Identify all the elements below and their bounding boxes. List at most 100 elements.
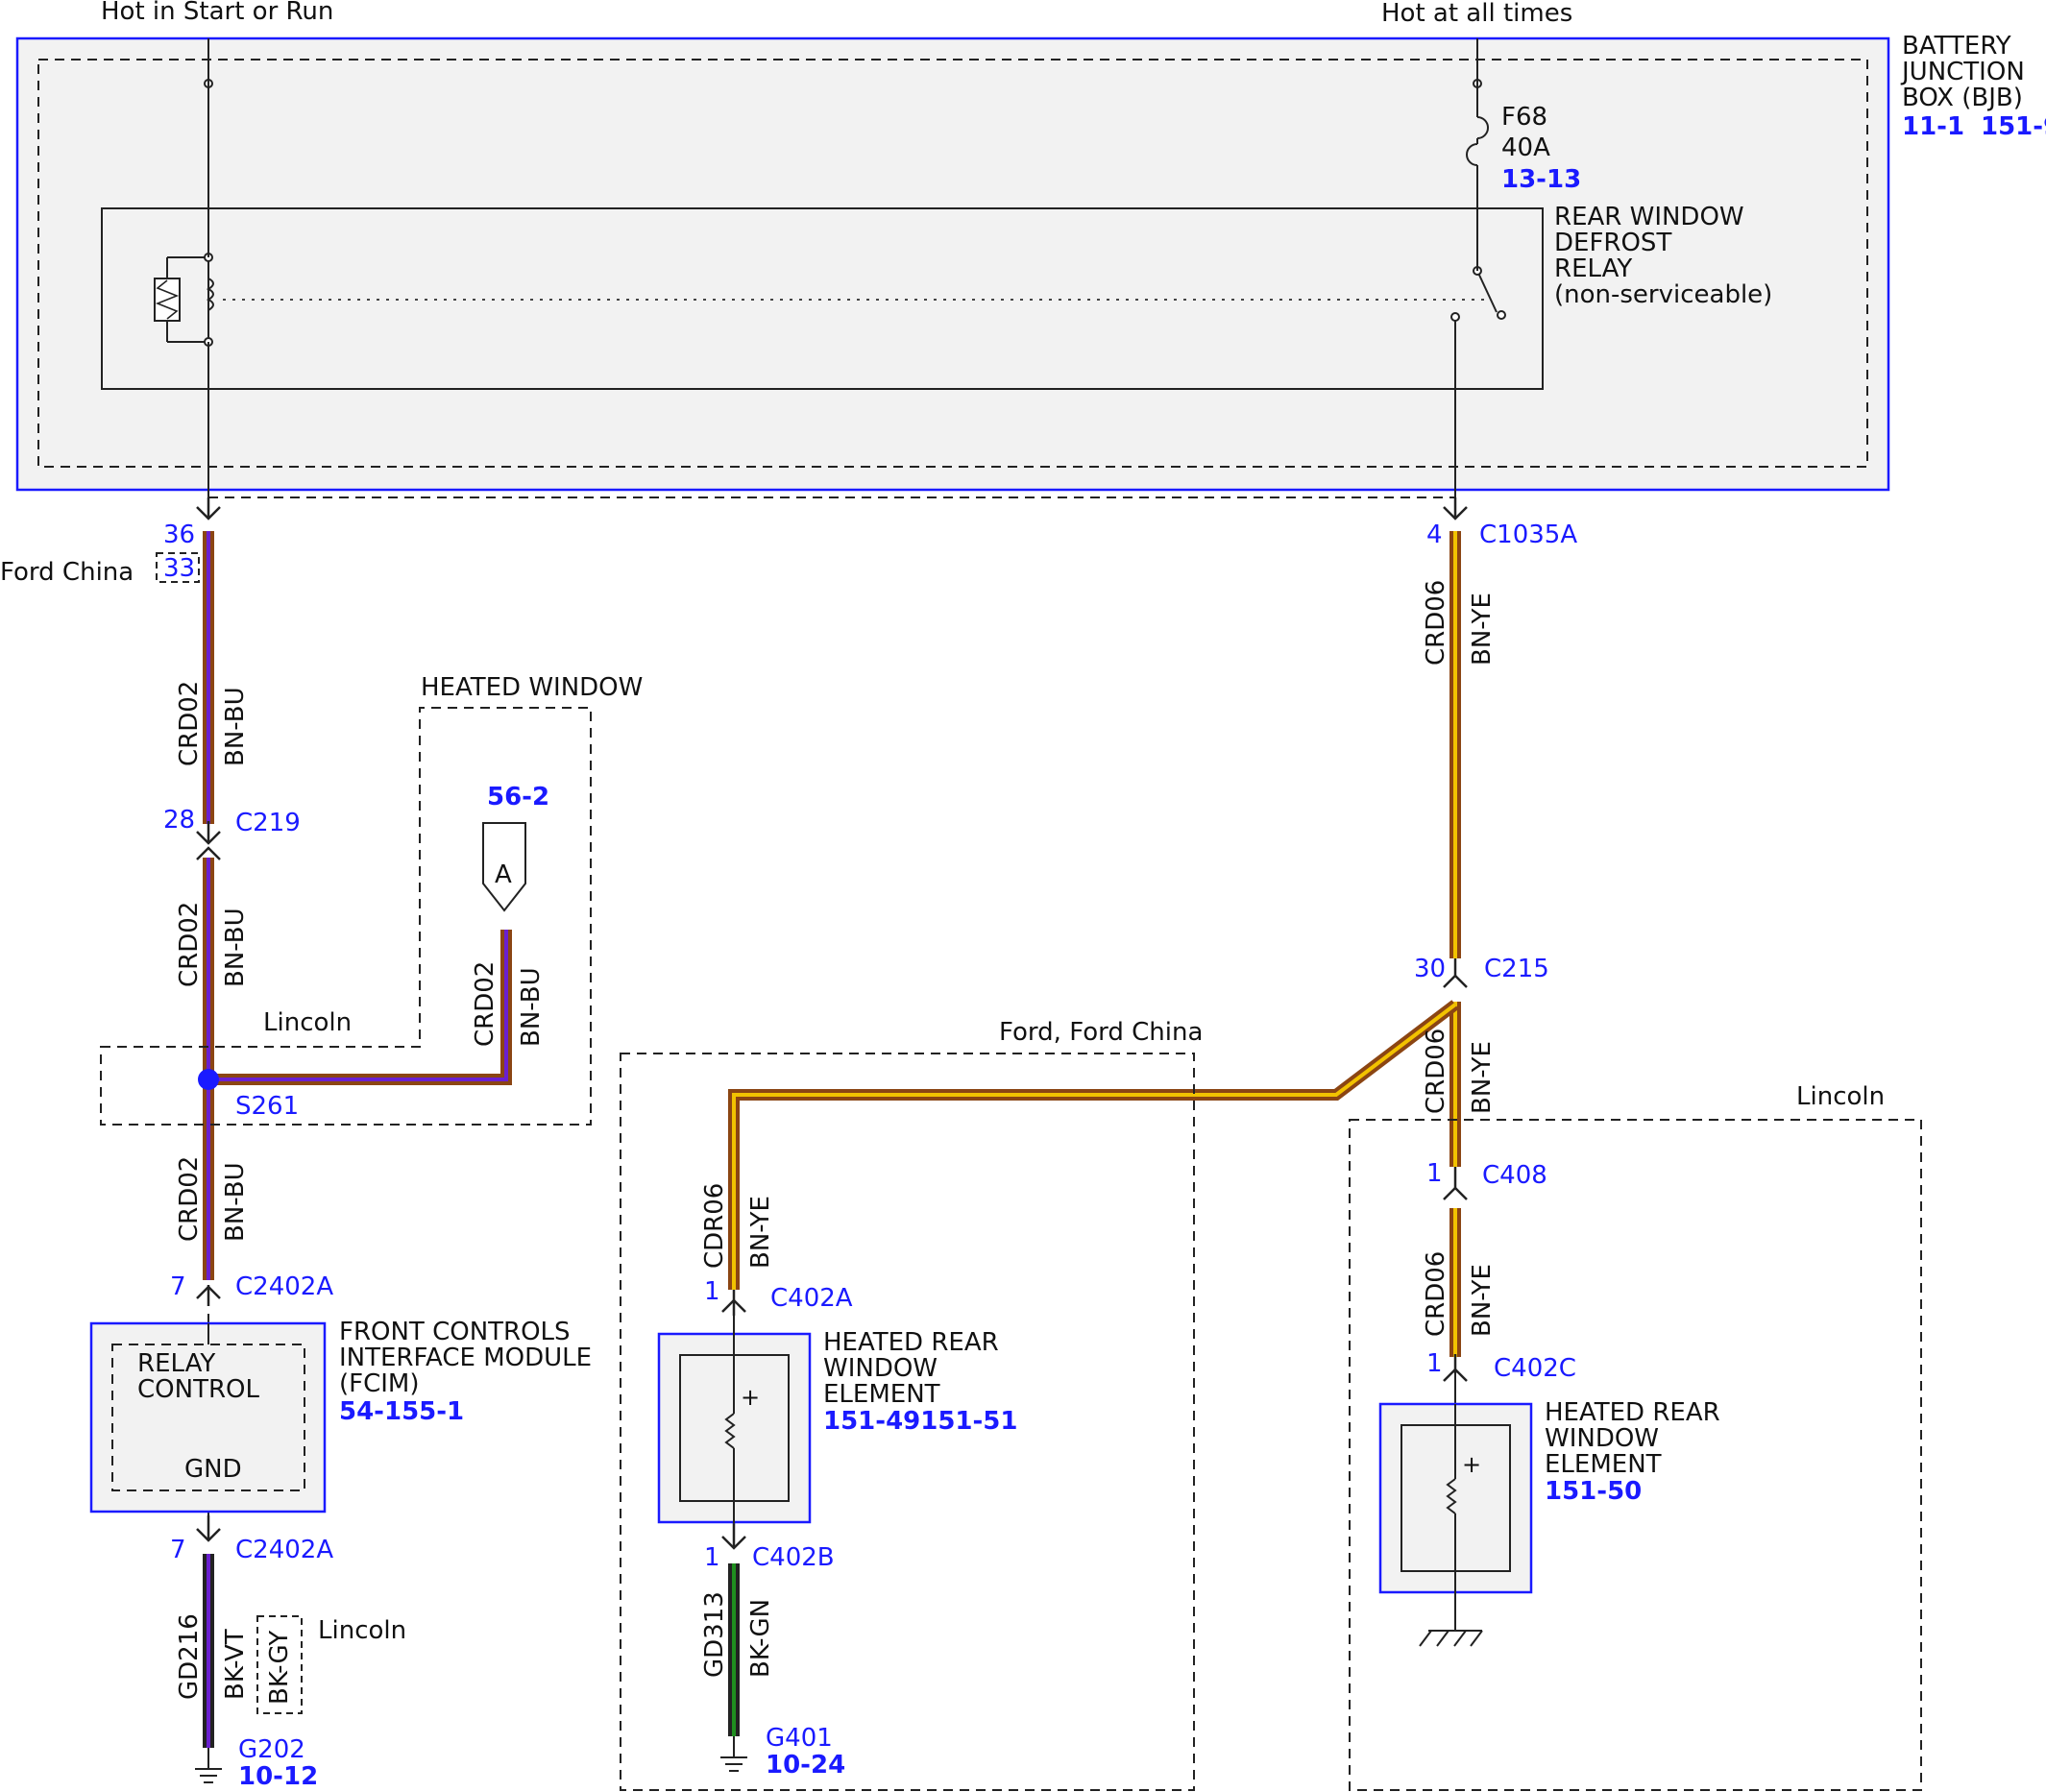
right-element-line2: WINDOW xyxy=(1545,1424,1659,1453)
c402a-label[interactable]: C402A xyxy=(770,1284,853,1313)
gd313-wire xyxy=(728,1563,740,1736)
c408-label[interactable]: C408 xyxy=(1482,1161,1547,1190)
lincoln-variant-label: Lincoln xyxy=(1796,1082,1885,1111)
internal-wiring xyxy=(207,38,1478,504)
c402b-pin: 1 xyxy=(704,1543,720,1572)
left-wire1-color: BN-BU xyxy=(221,687,250,766)
ford-variant-area xyxy=(620,1053,1195,1791)
g401-ref[interactable]: 10-24 xyxy=(766,1751,845,1780)
left-wire1-circuit: CRD02 xyxy=(175,681,204,766)
fcim-label-line1: FRONT CONTROLS xyxy=(339,1318,571,1346)
g202-label[interactable]: G202 xyxy=(238,1735,305,1764)
c219-label[interactable]: C219 xyxy=(235,809,301,837)
left-wire2-color: BN-BU xyxy=(221,908,250,987)
g202-ref[interactable]: 10-12 xyxy=(238,1762,318,1791)
lincoln-splice-area xyxy=(100,707,592,1126)
relay-control-line1: RELAY xyxy=(137,1349,215,1378)
right-wire3-color: BN-YE xyxy=(1468,1264,1497,1337)
bjb-ref-1[interactable]: 11-1 xyxy=(1902,112,1964,141)
right-element-plus: + xyxy=(1462,1451,1481,1478)
fcim-ref[interactable]: 54-155-1 xyxy=(339,1397,464,1426)
ground-g202-icon xyxy=(195,1748,222,1783)
middle-element-ref[interactable]: 151-49151-51 xyxy=(823,1407,1018,1436)
ford-variant-label: Ford, Ford China xyxy=(999,1018,1203,1047)
heated-window-wire-circuit: CRD02 xyxy=(471,961,499,1047)
right-connector-arrows xyxy=(721,497,1468,1550)
lincoln-variant-area xyxy=(1349,1119,1922,1791)
left-connector-arrows xyxy=(196,497,221,1542)
ford-china-label: Ford China xyxy=(0,558,134,587)
g401-label[interactable]: G401 xyxy=(766,1724,833,1753)
c402c-label[interactable]: C402C xyxy=(1494,1354,1576,1383)
fuse-rating: 40A xyxy=(1501,133,1550,162)
right-element-ref[interactable]: 151-50 xyxy=(1545,1477,1642,1506)
left-wire3-circuit: CRD02 xyxy=(175,1156,204,1242)
bjb-ref-2[interactable]: 151-9 xyxy=(1981,112,2046,141)
page-ref-56-2[interactable]: 56-2 xyxy=(487,783,549,811)
bjb-name-line1: BATTERY xyxy=(1902,32,2011,61)
ground-g401-icon xyxy=(720,1736,747,1772)
fuse-ref[interactable]: 13-13 xyxy=(1501,165,1581,194)
right-wire2-circuit: CRD06 xyxy=(1422,1029,1450,1114)
right-element-line1: HEATED REAR xyxy=(1545,1398,1720,1427)
middle-element-line3: ELEMENT xyxy=(823,1380,940,1409)
c215-pin: 30 xyxy=(1414,955,1446,983)
c219-pin: 28 xyxy=(163,806,195,835)
splice-s261-label[interactable]: S261 xyxy=(235,1092,299,1121)
lincoln-label-splice: Lincoln xyxy=(263,1008,352,1037)
c402a-pin: 1 xyxy=(704,1277,720,1306)
bjb-name-line2: JUNCTION xyxy=(1900,58,2025,86)
fcim-label-line2: INTERFACE MODULE xyxy=(339,1344,592,1372)
right-wire1-color: BN-YE xyxy=(1468,593,1497,666)
gd216-circuit: GD216 xyxy=(175,1613,204,1700)
bjb-name-line3: BOX (BJB) xyxy=(1902,84,2023,112)
c2402a-top-label[interactable]: C2402A xyxy=(235,1272,333,1301)
gd313-color: BK-GN xyxy=(746,1599,775,1678)
fuse-id: F68 xyxy=(1501,103,1547,132)
fcim-module[interactable] xyxy=(89,1321,327,1514)
fuse-icon xyxy=(1466,79,1489,166)
right-wires xyxy=(728,531,1461,1404)
relay-coil-icon xyxy=(154,253,214,347)
fcim-gnd-label: GND xyxy=(184,1455,242,1484)
relay-label-line1: REAR WINDOW xyxy=(1554,203,1744,231)
heated-window-wire-color: BN-BU xyxy=(517,967,546,1047)
c2402a-bottom-pin: 7 xyxy=(170,1536,186,1564)
relay-label-line4: (non-serviceable) xyxy=(1554,280,1772,309)
c402b-label[interactable]: C402B xyxy=(752,1543,835,1572)
middle-element-plus: + xyxy=(741,1384,760,1411)
left-wire3-color: BN-BU xyxy=(221,1162,250,1242)
c1035a-pin: 4 xyxy=(1426,521,1443,549)
middle-element-line1: HEATED REAR xyxy=(823,1328,999,1357)
fcim-label-line3: (FCIM) xyxy=(339,1369,420,1398)
left-top-pin: 36 xyxy=(163,521,195,549)
gd216-color: BK-VT xyxy=(221,1629,250,1700)
heated-rear-window-element-middle[interactable] xyxy=(657,1316,812,1524)
relay-label-line3: RELAY xyxy=(1554,254,1632,283)
offpage-connector-icon[interactable] xyxy=(482,822,526,912)
splice-s261-node[interactable] xyxy=(198,1069,219,1090)
power-start-run-label: Hot in Start or Run xyxy=(101,0,333,26)
c408-pin: 1 xyxy=(1426,1159,1443,1188)
gd216-alt-color: BK-GY xyxy=(265,1631,294,1705)
c2402a-bottom-label[interactable]: C2402A xyxy=(235,1536,333,1564)
middle-wire-circuit: CDR06 xyxy=(700,1183,729,1269)
battery-junction-box: BATTERY JUNCTION BOX (BJB) 11-1 151-9 F6… xyxy=(15,32,2046,492)
left-wire2-circuit: CRD02 xyxy=(175,902,204,987)
heated-rear-window-element-right[interactable] xyxy=(1378,1402,1533,1631)
middle-wire-color: BN-YE xyxy=(746,1196,775,1269)
gd216-alt-color-box xyxy=(256,1615,303,1714)
relay-label-line2: DEFROST xyxy=(1554,229,1671,257)
c215-label[interactable]: C215 xyxy=(1484,955,1549,983)
heated-window-label: HEATED WINDOW xyxy=(421,673,643,702)
gd216-lincoln-label: Lincoln xyxy=(318,1616,406,1645)
right-wire3-circuit: CRD06 xyxy=(1422,1251,1450,1337)
c1035a-label[interactable]: C1035A xyxy=(1479,521,1577,549)
right-wire2-color: BN-YE xyxy=(1468,1041,1497,1114)
bjb-inner-dashed xyxy=(37,59,1868,468)
power-all-times-label: Hot at all times xyxy=(1381,0,1572,28)
left-alt-pin-box xyxy=(156,552,200,583)
middle-element-line2: WINDOW xyxy=(823,1354,938,1383)
gd313-circuit: GD313 xyxy=(700,1591,729,1678)
